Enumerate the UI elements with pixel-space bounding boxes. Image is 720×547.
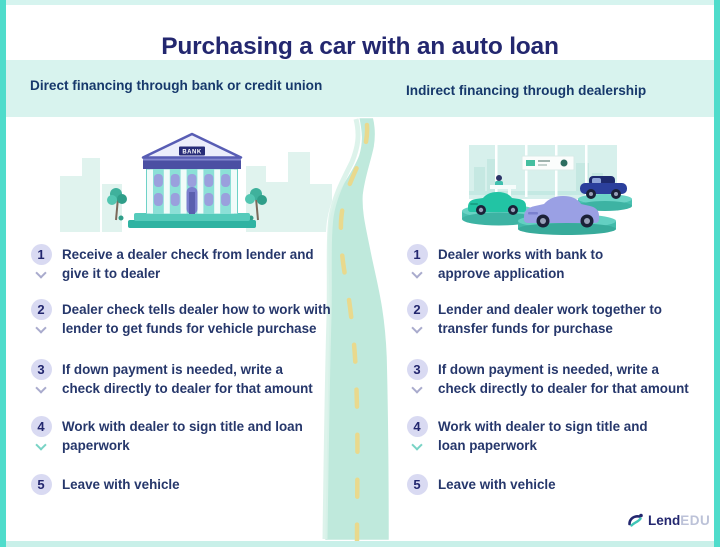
car-purple	[518, 196, 616, 235]
step-number-badge: 4	[30, 416, 52, 437]
lendedu-logo-icon	[628, 513, 643, 527]
step-text: Leave with vehicle	[62, 477, 180, 492]
step-row: 4 Work with dealer to sign title and loa…	[30, 416, 352, 456]
step-text: Dealer works with bank to approve applic…	[438, 247, 604, 281]
step-text: Leave with vehicle	[438, 477, 556, 492]
step-row: 5 Leave with vehicle	[406, 474, 712, 507]
step-row: 2 Lender and dealer work together to tra…	[406, 299, 712, 339]
step-text: If down payment is needed, write a check…	[62, 362, 313, 396]
step-row: 4 Work with dealer to sign title and loa…	[406, 416, 712, 456]
step-row: 5 Leave with vehicle	[30, 474, 352, 507]
step-text: Lender and dealer work together to trans…	[438, 302, 662, 336]
column-header-direct: Direct financing through bank or credit …	[30, 78, 323, 93]
step-number-badge: 5	[406, 474, 428, 495]
frame-border-left	[0, 0, 6, 547]
winding-road-divider	[322, 117, 392, 541]
step-text: Dealer check tells dealer how to work wi…	[62, 302, 331, 336]
city-skyline-background	[60, 152, 332, 232]
chevron-down-icon	[411, 267, 423, 279]
step-number-badge: 1	[406, 244, 428, 265]
frame-border-bottom	[0, 541, 720, 547]
car-navy	[578, 176, 632, 211]
step-row: 2 Dealer check tells dealer how to work …	[30, 299, 352, 339]
step-text: If down payment is needed, write a check…	[438, 362, 689, 396]
chevron-down-icon	[35, 322, 47, 334]
step-text: Receive a dealer check from lender and g…	[62, 247, 314, 281]
step-number-badge: 2	[406, 299, 428, 320]
column-header-band	[6, 60, 714, 117]
chevron-down-icon	[411, 439, 423, 451]
frame-border-right	[714, 0, 720, 547]
logo-text-light: EDU	[680, 512, 711, 528]
step-text: Work with dealer to sign title and loan …	[62, 419, 303, 453]
step-row: 1 Receive a dealer check from lender and…	[30, 244, 352, 284]
chevron-down-icon	[35, 267, 47, 279]
step-number-badge: 2	[30, 299, 52, 320]
step-row: 1 Dealer works with bank to approve appl…	[406, 244, 712, 284]
bank-building-illustration: BANK	[107, 132, 267, 228]
page-title: Purchasing a car with an auto loan	[161, 33, 559, 61]
step-number-badge: 5	[30, 474, 52, 495]
car-teal	[462, 192, 536, 226]
step-row: 3 If down payment is needed, write a che…	[30, 359, 352, 399]
frame-border-top	[0, 0, 720, 5]
tree-left	[107, 188, 127, 221]
promo-banner	[521, 155, 575, 171]
step-number-badge: 1	[30, 244, 52, 265]
chevron-down-icon	[411, 322, 423, 334]
step-text: Work with dealer to sign title and loan …	[438, 419, 648, 453]
car-dealership-illustration	[462, 141, 632, 235]
step-number-badge: 3	[30, 359, 52, 380]
logo-text-bold: Lend	[648, 512, 681, 528]
chevron-down-icon	[35, 382, 47, 394]
chevron-down-icon	[411, 382, 423, 394]
step-number-badge: 3	[406, 359, 428, 380]
step-number-badge: 4	[406, 416, 428, 437]
bank-sign-text: BANK	[182, 150, 201, 156]
chevron-down-icon	[35, 439, 47, 451]
step-row: 3 If down payment is needed, write a che…	[406, 359, 712, 399]
column-header-indirect: Indirect financing through dealership	[406, 83, 647, 98]
